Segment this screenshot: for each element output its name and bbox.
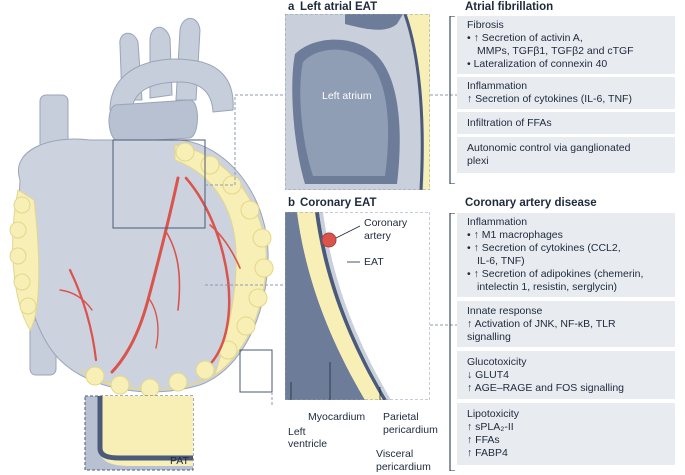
pulmonary-trunk: [108, 99, 198, 143]
cad-box-inflammation: Inflammation • ↑ M1 macrophages • ↑ Secr…: [457, 213, 675, 297]
pat-label: PAT: [170, 455, 189, 467]
af-header: Atrial fibrillation: [465, 1, 554, 13]
af-fibrosis-title: Fibrosis: [467, 19, 504, 31]
af-box-autonomic: Autonomic control via ganglionated plexi: [457, 137, 675, 173]
panel-b-letter: b: [288, 197, 296, 209]
cad-inflammation-line: • ↑ Secretion of adipokines (chemerin,: [467, 268, 644, 280]
af-fibrosis-line: • ↑ Secretion of activin A,: [467, 32, 583, 44]
af-bracket: [449, 16, 455, 184]
coronary-artery-label-1: Coronary: [364, 217, 408, 229]
cad-box-lipotoxicity: Lipotoxicity ↑ sPLA₂-II ↑ FFAs ↑ FABP4: [457, 403, 675, 465]
cad-header: Coronary artery disease: [465, 197, 597, 209]
parietal-pericardium-label-2: pericardium: [383, 424, 438, 436]
af-autonomic-line: plexi: [467, 155, 489, 167]
cad-box-innate: Innate response ↑ Activation of JNK, NF-…: [457, 301, 675, 347]
cad-lipotoxicity-line: ↑ FABP4: [467, 447, 508, 459]
af-box-ffa: Infiltration of FFAs: [457, 112, 675, 134]
myocardium-label: Myocardium: [308, 411, 366, 423]
left-atrium-label: Left atrium: [322, 90, 372, 102]
cad-inflammation-line: intelectin 1, resistin, serglycin): [477, 281, 618, 293]
af-ffa-title: Infiltration of FFAs: [467, 117, 552, 129]
af-inflammation-line: ↑ Secretion of cytokines (IL-6, TNF): [467, 93, 632, 105]
af-fibrosis-line: • Lateralization of connexin 40: [467, 58, 608, 70]
callout-pericardium: [239, 349, 273, 393]
cad-innate-line: signalling: [467, 331, 511, 343]
eat-label: EAT: [364, 256, 384, 268]
af-inflammation-title: Inflammation: [467, 80, 528, 92]
panel-a-illustration: [285, 14, 430, 190]
af-column: Fibrosis • ↑ Secretion of activin A, MMP…: [449, 16, 675, 184]
cad-bracket: [449, 213, 455, 471]
epicardial-fat: [9, 142, 274, 398]
visceral-pericardium-label-2: pericardium: [376, 461, 431, 473]
cad-inflammation-title: Inflammation: [467, 216, 528, 228]
cad-lipotoxicity-title: Lipotoxicity: [467, 408, 519, 420]
cad-column: Inflammation • ↑ M1 macrophages • ↑ Secr…: [449, 213, 675, 473]
visceral-pericardium-label-1: Visceral: [376, 448, 414, 460]
cad-glucotoxicity-line: ↑ AGE–RAGE and FOS signalling: [467, 382, 624, 394]
callout-left-atrium: [112, 139, 206, 229]
af-fibrosis-line: MMPs, TGFβ1, TGFβ2 and cTGF: [477, 45, 634, 57]
left-ventricle-label-1: Left: [288, 426, 306, 438]
coronary-artery-dot: [321, 232, 337, 248]
af-box-inflammation: Inflammation ↑ Secretion of cytokines (I…: [457, 77, 675, 109]
cad-innate-line: ↑ Activation of JNK, NF-κB, TLR: [467, 318, 616, 330]
af-autonomic-title: Autonomic control via ganglionated: [467, 142, 631, 154]
cad-inflammation-line: IL-6, TNF): [477, 255, 525, 267]
cad-glucotoxicity-title: Glucotoxicity: [467, 356, 527, 368]
panel-b-illustration: [285, 212, 430, 400]
cad-inflammation-line: • ↑ M1 macrophages: [467, 229, 563, 241]
cad-inflammation-line: • ↑ Secretion of cytokines (CCL2,: [467, 242, 621, 254]
panel-a-title: Left atrial EAT: [300, 1, 378, 13]
coronary-artery-label-2: artery: [364, 230, 391, 242]
heart-illustration: [9, 17, 274, 471]
panel-b-title: Coronary EAT: [300, 197, 377, 209]
heart-body: [17, 138, 269, 393]
cad-innate-title: Innate response: [467, 305, 543, 317]
af-box-fibrosis: Fibrosis • ↑ Secretion of activin A, MMP…: [457, 16, 675, 74]
cad-glucotoxicity-line: ↓ GLUT4: [467, 369, 510, 381]
parietal-pericardium-label-1: Parietal: [383, 411, 419, 423]
coronary-arteries: [59, 176, 241, 374]
panel-a-letter: a: [288, 1, 295, 13]
cad-box-glucotoxicity: Glucotoxicity ↓ GLUT4 ↑ AGE–RAGE and FOS…: [457, 351, 675, 399]
cad-lipotoxicity-line: ↑ FFAs: [467, 434, 500, 446]
cad-lipotoxicity-line: ↑ sPLA₂-II: [467, 421, 514, 433]
left-ventricle-label-2: ventricle: [288, 438, 328, 450]
